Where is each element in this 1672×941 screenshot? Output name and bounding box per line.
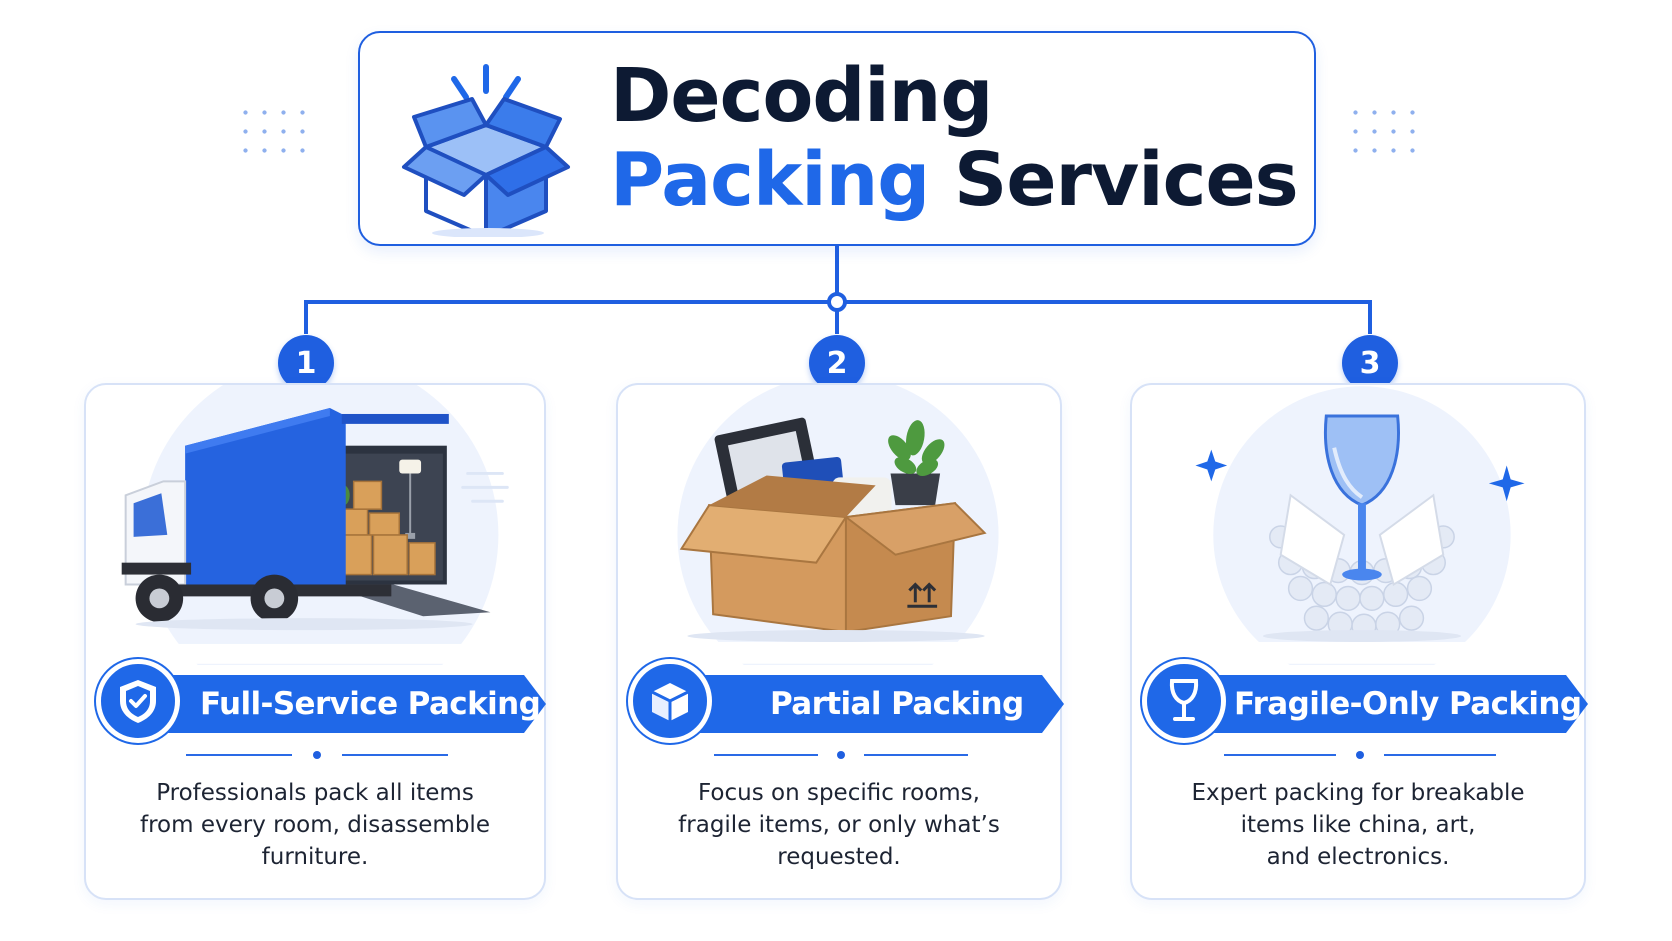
title-highlight-word: Packing [610, 137, 930, 223]
banner-ribbon [668, 675, 1064, 733]
step-number-3: 3 [1342, 335, 1398, 391]
service-card-partial: Partial Packing Focus on specific rooms,… [616, 383, 1062, 900]
step-number-2: 2 [809, 335, 865, 391]
card-divider [1132, 751, 1588, 759]
service-card-fragile-only: Fragile-Only Packing Expert packing for … [1130, 383, 1586, 900]
service-label-fragile-only: Fragile-Only Packing [1234, 686, 1582, 722]
decorative-dots-right [1346, 103, 1422, 155]
open-box-icon [402, 64, 570, 237]
service-description-partial: Focus on specific rooms, fragile items, … [678, 780, 1000, 870]
banner-partial: Partial Packing [628, 659, 1064, 743]
title-line-1: Decoding [610, 53, 993, 139]
step-number-1: 1 [278, 335, 334, 391]
banner-ribbon [1182, 675, 1588, 733]
open-cardboard-box-illustration [618, 385, 1060, 665]
title-line-2: Packing Services [610, 137, 1299, 223]
banner-fragile-only: Fragile-Only Packing [1142, 659, 1588, 743]
card-divider [618, 751, 1064, 759]
card-divider [86, 751, 548, 759]
wine-glass-icon [1142, 659, 1226, 743]
moving-truck-illustration [86, 385, 544, 665]
decorative-dots-left [236, 103, 312, 155]
box-icon [628, 659, 712, 743]
service-description-fragile-only: Expert packing for breakable items like … [1191, 780, 1525, 870]
banner-full-service: Full-Service Packing [96, 659, 548, 743]
title-second-word: Services [954, 137, 1299, 223]
banner-ribbon [136, 675, 546, 733]
title-panel: Decoding Packing Services [358, 31, 1316, 246]
service-description-full-service: Professionals pack all items from every … [140, 780, 490, 870]
service-card-full-service: Full-Service Packing Professionals pack … [84, 383, 546, 900]
service-label-partial: Partial Packing [770, 686, 1024, 722]
service-label-full-service: Full-Service Packing [200, 686, 541, 722]
shield-check-icon [96, 659, 180, 743]
wrapped-glass-illustration [1132, 386, 1584, 665]
